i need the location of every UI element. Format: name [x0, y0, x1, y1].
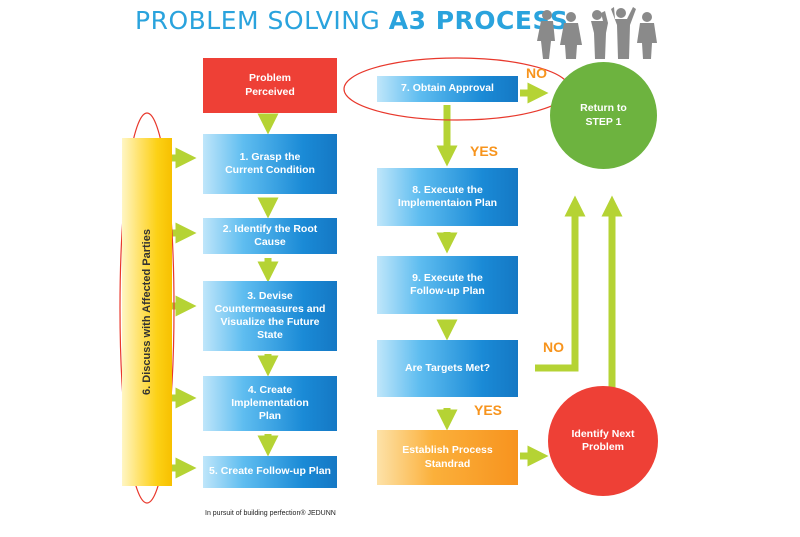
title-part-1: PROBLEM SOLVING — [135, 6, 389, 35]
step6-label: 6. Discuss with Affected Parties — [141, 229, 153, 395]
step4-box: 4. Create Implementation Plan — [203, 376, 337, 431]
step8-box: 8. Execute the Implementaion Plan — [377, 168, 518, 226]
step2-box: 2. Identify the Root Cause — [203, 218, 337, 254]
title-part-2: A3 PROCESS — [388, 6, 569, 35]
problem-perceived-box: Problem Perceived — [203, 58, 337, 113]
step1-box: 1. Grasp the Current Condition — [203, 134, 337, 194]
yes-label-targets: YES — [474, 402, 503, 418]
step5-box: 5. Create Follow-up Plan — [203, 456, 337, 488]
yes-label-approval: YES — [470, 143, 499, 159]
page-title: PROBLEM SOLVING A3 PROCESS — [135, 6, 568, 35]
next-problem-circle: Identify Next Problem — [548, 386, 658, 496]
return-step1-circle: Return to STEP 1 — [550, 62, 657, 169]
standard-box: Establish Process Standrad — [377, 430, 518, 485]
footer-tagline: In pursuit of building perfection® JEDUN… — [205, 510, 336, 517]
people-group-icon — [537, 7, 657, 59]
arrow-targets-return — [535, 195, 586, 372]
step3-box: 3. Devise Countermeasures and Visualize … — [203, 281, 337, 351]
no-label-approval: NO — [526, 65, 547, 81]
targets-box: Are Targets Met? — [377, 340, 518, 397]
step6-bar — [122, 138, 172, 486]
step9-box: 9. Execute the Follow-up Plan — [377, 256, 518, 314]
highlight-ellipse-step6 — [119, 112, 175, 504]
step7-box: 7. Obtain Approval — [377, 76, 518, 102]
no-label-targets: NO — [543, 339, 564, 355]
